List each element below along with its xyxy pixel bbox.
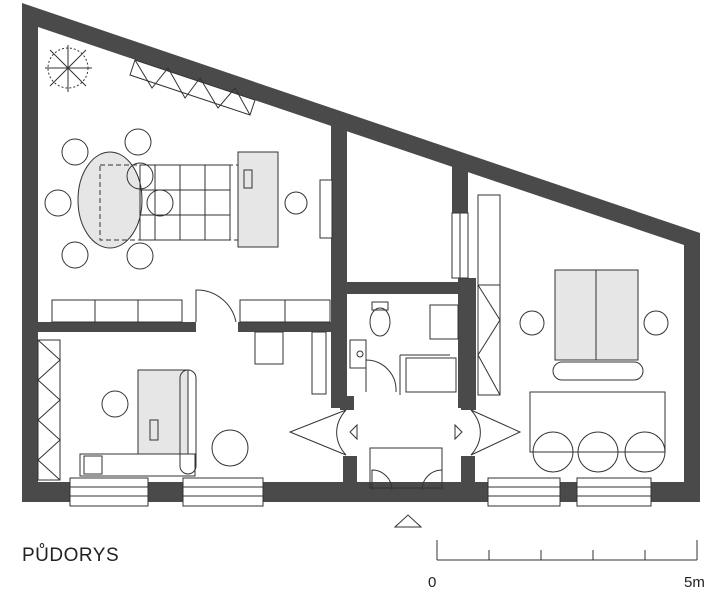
interior-walls (38, 118, 476, 488)
chair-icon (44, 128, 308, 270)
right-room-furniture (477, 194, 669, 473)
table-icon (77, 151, 279, 249)
entrance-hall (288, 409, 522, 491)
office-desk (79, 331, 327, 477)
sink-icon (349, 304, 459, 393)
cabinets (51, 299, 331, 323)
plan-title: PŮDORYS (22, 545, 120, 566)
scale-start-label: 0 (428, 574, 437, 591)
outer-walls (22, 3, 700, 502)
office-shelf (37, 339, 61, 481)
plant-icon (45, 45, 92, 92)
toilet-icon (369, 301, 391, 337)
window-icon (69, 179, 652, 507)
window-shelf (129, 59, 256, 116)
bathroom-doors (365, 354, 450, 395)
door-swing-icon (195, 289, 237, 323)
scale-end-label: 5m (684, 574, 705, 591)
entrance-arrow-icon (393, 514, 423, 528)
scale-bar (436, 540, 698, 561)
